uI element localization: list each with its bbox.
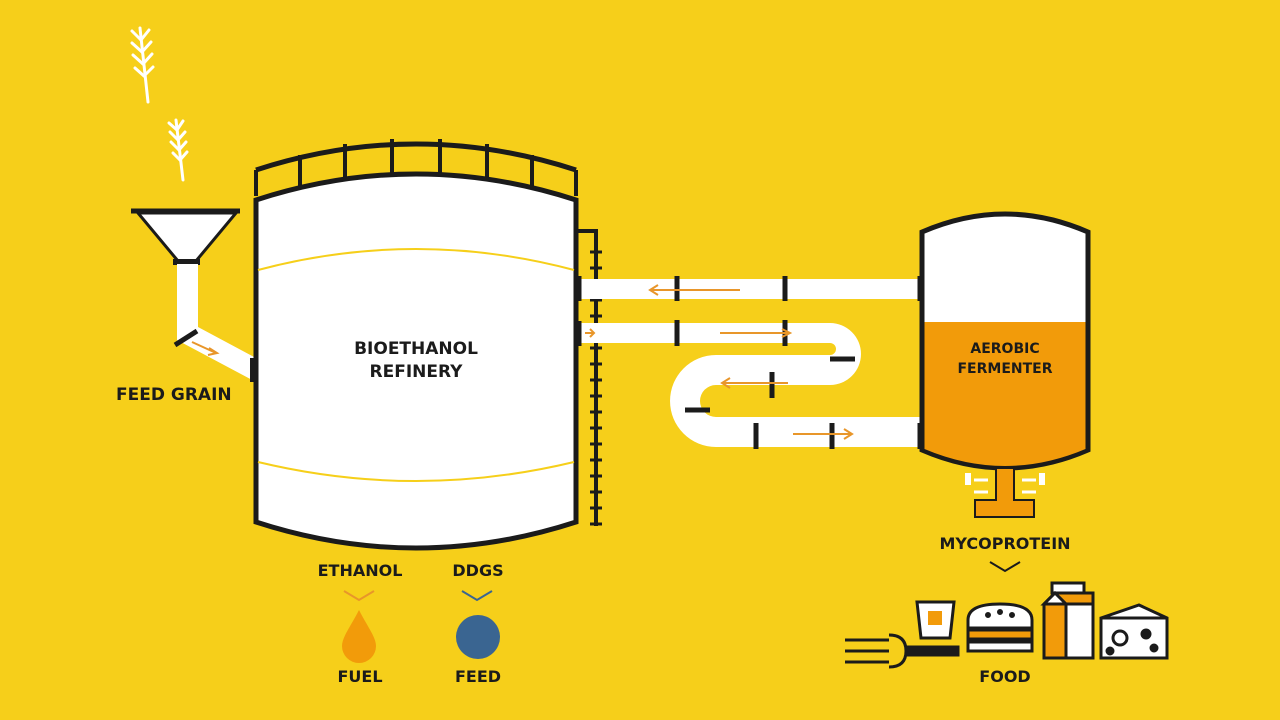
funnel-icon	[131, 208, 240, 265]
feed-label: FEED	[454, 667, 502, 686]
food-label: FOOD	[979, 667, 1031, 686]
ethanol-label: ETHANOL	[317, 561, 403, 580]
feed-pipe	[173, 264, 256, 382]
fork-icon	[845, 633, 960, 669]
wheat-icon	[130, 26, 155, 104]
fuel-label: FUEL	[337, 667, 383, 686]
milk-carton-icon	[1040, 581, 1095, 660]
cheese-icon	[1099, 603, 1169, 660]
ddgs-chevron	[461, 590, 493, 602]
ladder	[578, 229, 602, 526]
bioethanol-refinery-tank	[250, 139, 579, 551]
fuel-drop-icon	[342, 610, 376, 663]
refinery-label-line2: REFINERY	[369, 362, 463, 382]
feed-grain-label: FEED GRAIN	[116, 385, 232, 405]
connecting-pipes	[576, 276, 923, 449]
wheat-icon	[167, 118, 189, 182]
mycoprotein-chevron	[989, 561, 1021, 573]
burger-icon	[966, 602, 1034, 653]
refinery-label-line1: BIOETHANOL	[354, 339, 478, 359]
glass-icon	[915, 600, 956, 640]
ethanol-chevron	[343, 590, 375, 602]
fermenter-label: AEROBIC FERMENTER	[935, 339, 1075, 379]
refinery-label: BIOETHANOL REFINERY	[336, 338, 496, 384]
mycoprotein-label: MYCOPROTEIN	[939, 534, 1071, 553]
fermenter-label-line1: AEROBIC	[970, 341, 1040, 357]
feed-pellet-icon	[456, 615, 500, 659]
aerobic-fermenter-tank	[919, 211, 1091, 518]
fermenter-label-line2: FERMENTER	[957, 361, 1053, 377]
ddgs-label: DDGS	[452, 561, 504, 580]
